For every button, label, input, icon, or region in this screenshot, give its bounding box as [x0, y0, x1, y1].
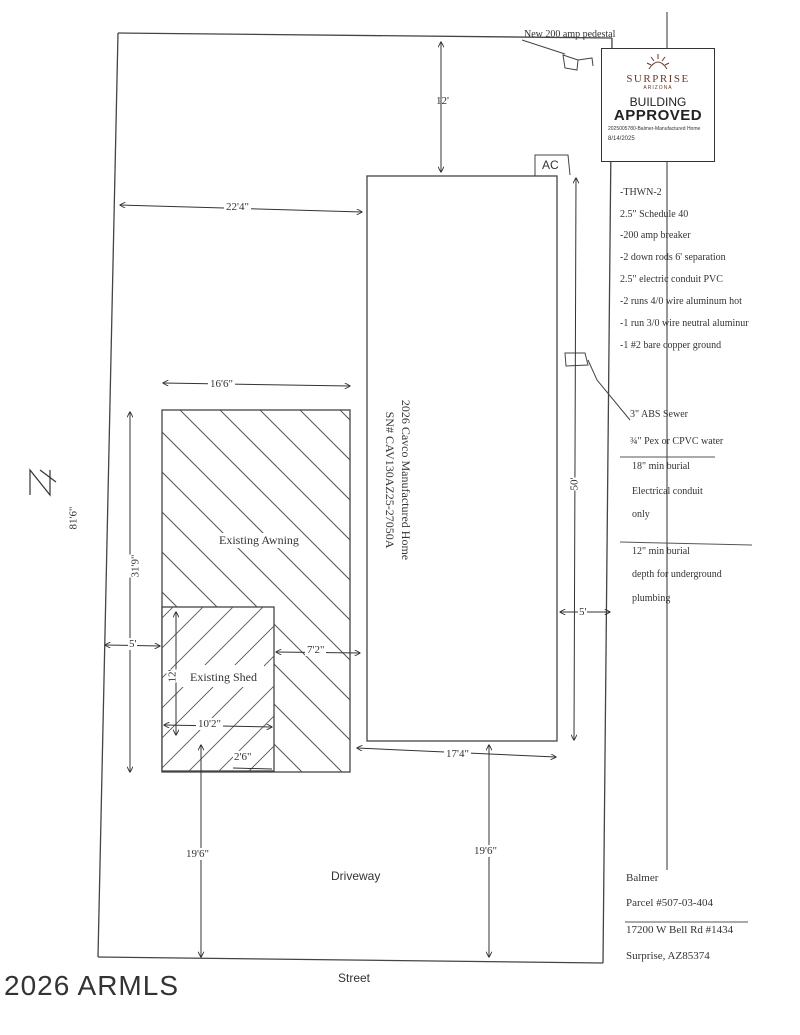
home-label: 2026 Cavco Manufactured Home SN# CAV130A… [382, 400, 414, 560]
dim-home-length: 50' [568, 477, 581, 491]
home-line2: SN# CAV130AZ25-27050A [383, 411, 397, 549]
note-5: -2 runs 4/0 wire aluminum hot [620, 296, 742, 307]
dim-left-home: 22'4" [224, 201, 251, 213]
note-3: -2 down rods 6' separation [620, 252, 726, 263]
dim-front-right: 19'6" [472, 845, 499, 857]
parcel-owner: Balmer [626, 872, 659, 884]
note-2: -200 amp breaker [620, 230, 691, 241]
shed-label-bg [180, 665, 264, 687]
north-label: N [31, 474, 32, 475]
awning-label: Existing Awning [216, 533, 302, 548]
dim-awning-depth: 31'9" [129, 554, 142, 578]
note-10: 18" min burial [632, 461, 690, 472]
note-0: -THWN-2 [620, 187, 662, 198]
dim-shed-width: 10'2" [196, 718, 223, 730]
city-logo-icon [646, 54, 670, 70]
dim-shed-to-awning: 2'6" [233, 751, 253, 763]
note-12: only [632, 509, 650, 520]
armls-watermark: 2026 ARMLS [4, 970, 179, 1001]
street-label: Street [338, 971, 371, 985]
notes-dividers [619, 456, 753, 923]
parcel-city: Surprise, AZ85374 [626, 950, 710, 962]
stamp-line2: APPROVED [613, 107, 703, 124]
note-7: -1 #2 bare copper ground [620, 340, 722, 351]
approval-stamp: SURPRISE ARIZONA BUILDING APPROVED 20250… [601, 48, 715, 162]
ac-unit [534, 154, 571, 176]
note-4: 2.5" electric conduit PVC [620, 274, 723, 285]
note-9: ¾" Pex or CPVC water [630, 436, 724, 447]
north-arrow-icon [29, 468, 57, 497]
stamp-line1: BUILDING [629, 95, 687, 109]
note-8: 3" ABS Sewer [630, 409, 688, 420]
stamp-city: SURPRISE [626, 73, 690, 85]
stamp-state: ARIZONA [643, 85, 673, 91]
pedestal-icon [521, 39, 594, 71]
dim-front-left: 19'6" [184, 848, 211, 860]
dim-awning-width: 16'6" [208, 378, 235, 390]
note-11: Electrical conduit [632, 486, 703, 497]
awning-hatch [162, 410, 350, 772]
dim-shed-depth: 12' [166, 669, 179, 683]
note-13: 12" min burial [632, 546, 690, 557]
note-6: -1 run 3/0 wire neutral aluminur [620, 318, 749, 329]
dimension-lines [105, 42, 610, 957]
existing-awning [161, 409, 351, 773]
shed-label: Existing Shed [190, 670, 258, 684]
note-1: 2.5" Schedule 40 [620, 209, 689, 220]
dim-right-setback: 5' [578, 606, 588, 618]
stamp-permit: 2025005780-Balmer-Manufactured Home [608, 126, 701, 132]
home-line1: 2026 Cavco Manufactured Home [399, 399, 413, 561]
dim-home-width: 17'4" [444, 748, 471, 760]
dim-shed-to-home: 7'2" [305, 644, 327, 656]
dim-side-setback: 5' [128, 638, 138, 650]
pedestal-label: New 200 amp pedestal [524, 29, 616, 40]
note-15: plumbing [632, 593, 671, 604]
dim-lot-depth: 81'6" [67, 506, 80, 530]
parcel-number: Parcel #507-03-404 [626, 897, 714, 909]
parcel-address: 17200 W Bell Rd #1434 [626, 924, 734, 936]
ac-label: AC [542, 158, 559, 172]
stamp-date: 8/14/2025 [608, 136, 635, 142]
driveway-label: Driveway [331, 869, 381, 883]
dim-top: 12' [436, 95, 449, 107]
lot-boundary [97, 32, 613, 964]
note-14: depth for underground [632, 569, 722, 580]
manufactured-home [366, 175, 558, 742]
